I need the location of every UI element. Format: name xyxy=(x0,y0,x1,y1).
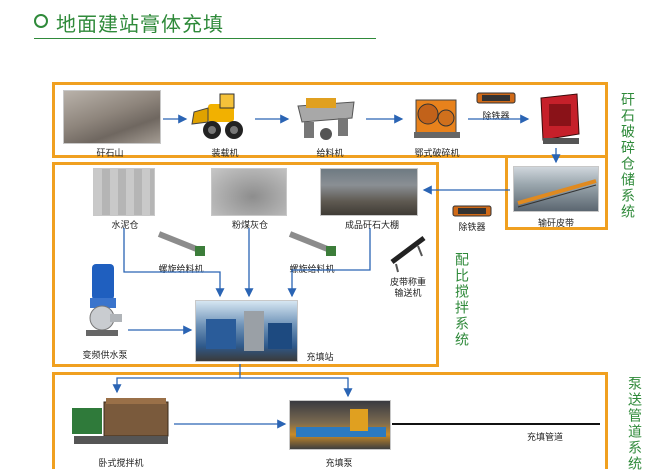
pipeline-caption: 充填管道 xyxy=(526,433,563,443)
pumping-system-frame xyxy=(52,372,608,469)
crushing-system-label: 矸石破碎仓储系统 xyxy=(619,92,635,220)
water-pump-image xyxy=(80,262,124,338)
arrow-station-to-mixer xyxy=(112,377,240,394)
magnetic-separator-icon xyxy=(476,92,516,104)
gangue-shed-caption: 成品矸石大棚 xyxy=(344,221,399,231)
belt-scale-caption-line2: 输送机 xyxy=(394,289,422,299)
screw-feeder-2-icon xyxy=(288,231,336,256)
vibrating-feeder-icon xyxy=(297,98,355,140)
iron-remover-1-image xyxy=(476,90,516,104)
roller-crusher-icon xyxy=(540,93,580,144)
filling-pump-icon xyxy=(296,409,386,437)
horizontal-mixer-icon xyxy=(72,398,169,444)
jaw-crusher-icon xyxy=(414,99,460,138)
jaw-crusher-image xyxy=(408,92,466,144)
loader-image xyxy=(190,90,248,144)
mixer-caption: 卧式搅拌机 xyxy=(98,459,144,469)
iron-remover-2-caption: 除铁器 xyxy=(458,223,486,233)
roller-crusher-image xyxy=(533,90,585,148)
flyash-silo-image xyxy=(211,168,287,216)
gangue-hill-caption: 矸石山 xyxy=(96,149,124,159)
loader-caption: 装载机 xyxy=(211,149,239,159)
filling-station-caption: 充填站 xyxy=(306,353,334,363)
pumping-system-label: 泵送管道系统 xyxy=(626,376,642,472)
gangue-hill-image xyxy=(63,90,161,144)
water-pump-caption: 变频供水泵 xyxy=(82,351,128,361)
water-pump-icon xyxy=(86,264,122,336)
screw-feeder-1-image xyxy=(155,228,207,258)
belt-scale-icon xyxy=(390,236,426,273)
belt-conveyor-image xyxy=(513,166,599,212)
belt-scale-caption: 皮带称重 输送机 xyxy=(385,278,431,300)
arrow-station-down xyxy=(239,364,353,398)
feeder-image xyxy=(292,94,360,144)
feeder-caption: 给料机 xyxy=(316,149,344,159)
iron-remover-2-image xyxy=(452,203,492,217)
cement-silo-image xyxy=(93,168,155,216)
page-title: 地面建站膏体充填 xyxy=(56,12,224,36)
mixer-image xyxy=(70,394,172,450)
jaw-crusher-caption: 鄂式破碎机 xyxy=(414,149,460,159)
mixing-system-label: 配比搅拌系统 xyxy=(453,252,469,348)
crushing-system-frame xyxy=(52,82,608,158)
filling-station-icon xyxy=(206,311,292,351)
mixing-system-frame xyxy=(52,162,439,367)
belt-scale-caption-line1: 皮带称重 xyxy=(389,278,426,288)
circle-bullet-icon xyxy=(34,14,48,28)
filling-station-image xyxy=(195,300,298,362)
filling-pump-image xyxy=(289,400,391,450)
arrow-shed-to-station xyxy=(287,228,371,298)
cement-silo-caption: 水泥仓 xyxy=(111,221,139,231)
iron-remover-1-caption: 除铁器 xyxy=(482,112,510,122)
belt-scale-image xyxy=(388,232,428,274)
gangue-shed-image xyxy=(320,168,418,216)
belt-conveyor-caption: 输矸皮带 xyxy=(537,219,574,229)
arrow-cement-to-station xyxy=(123,228,225,298)
title-underline xyxy=(34,38,376,39)
screw-feeder-1-caption: 螺旋给料机 xyxy=(158,265,204,275)
screw-feeder-2-image xyxy=(286,228,338,258)
conveyor-belt-icon xyxy=(517,179,597,208)
screw-feeder-icon xyxy=(157,231,205,256)
filling-pump-caption: 充填泵 xyxy=(325,459,353,469)
magnetic-separator-2-icon xyxy=(452,205,492,217)
wheel-loader-icon xyxy=(191,93,243,139)
crushing-system-frame-right xyxy=(505,155,608,230)
flyash-silo-caption: 粉煤灰仓 xyxy=(231,221,268,231)
